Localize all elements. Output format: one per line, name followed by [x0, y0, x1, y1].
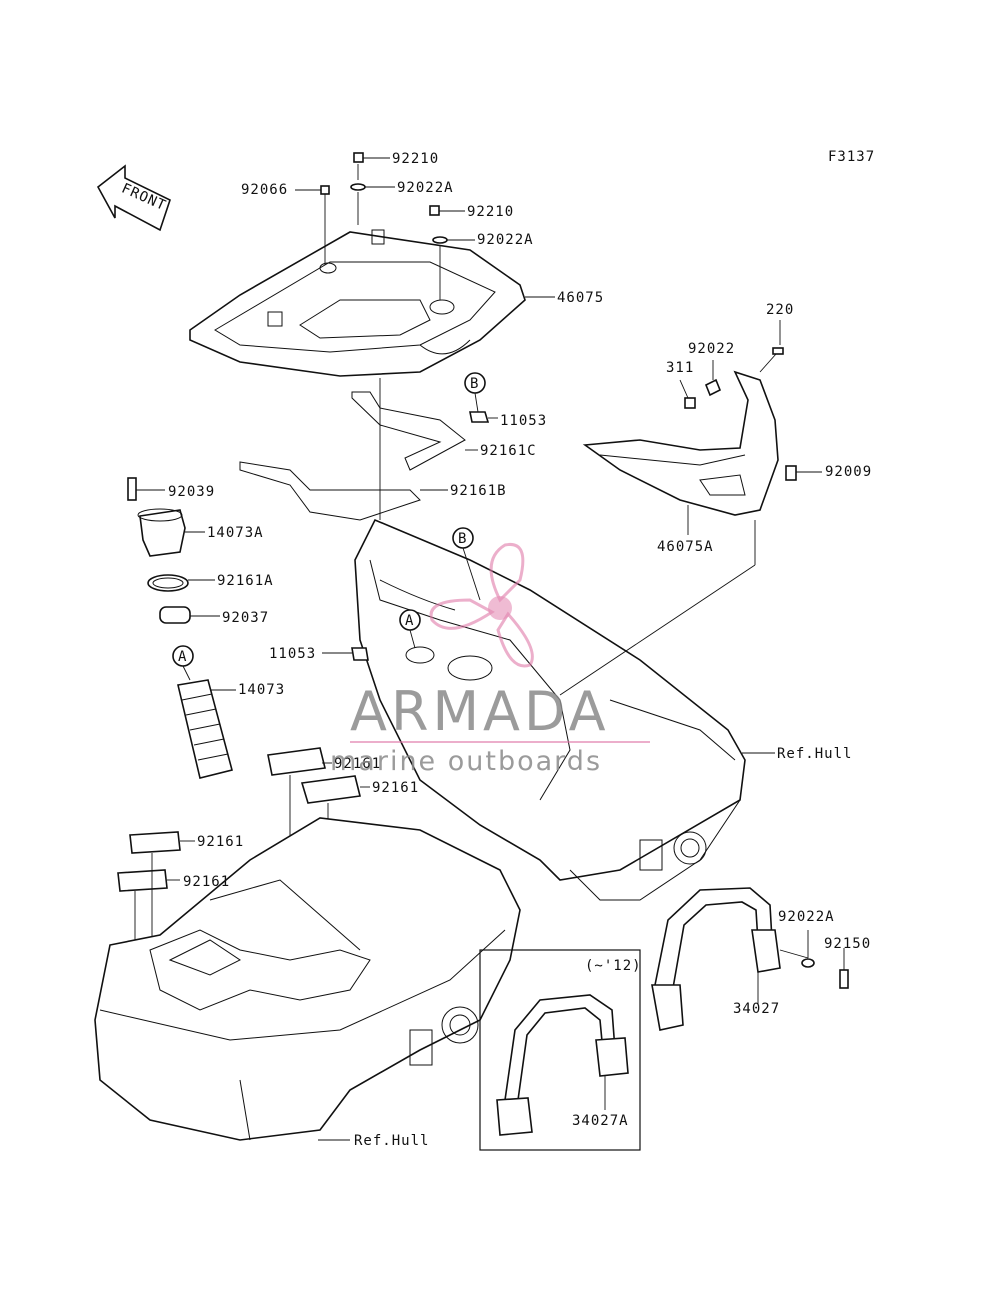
rear-deck-cover[interactable] [189, 229, 526, 377]
part-label: 92161C [480, 443, 537, 459]
part-label: 92066 [241, 182, 288, 198]
part-label: 92161 [183, 874, 230, 890]
gasket-92161C [351, 391, 466, 471]
armada-watermark: ARMADA marine outboards [330, 542, 650, 777]
part-label: 311 [666, 360, 694, 376]
watermark-brand: ARMADA [350, 680, 610, 743]
part-label: 92037 [222, 610, 269, 626]
part-label: 46075 [557, 290, 604, 306]
part-label: 92022 [688, 341, 735, 357]
clip-icon [469, 411, 490, 423]
part-label: 11053 [500, 413, 547, 429]
part-label: 92022A [778, 909, 835, 925]
part-label: 92161 [372, 780, 419, 796]
leader-lines [295, 157, 555, 520]
watermark-tagline: marine outboards [330, 746, 602, 777]
svg-text:A: A [178, 649, 187, 665]
part-labels: 92210 92066 92022A 92210 92022A 46075 22… [168, 151, 872, 1149]
bolt-icon [320, 152, 448, 244]
grab-handle-34027A[interactable] [496, 994, 629, 1136]
o-ring-92161A [147, 574, 215, 592]
figure-code: F3137 [828, 149, 875, 165]
part-label: 220 [766, 302, 794, 318]
part-label: 34027 [733, 1001, 780, 1017]
propeller-logo-icon [429, 542, 534, 668]
upper-hull[interactable] [354, 518, 746, 901]
part-label: 14073A [207, 525, 264, 541]
part-label: 92009 [825, 464, 872, 480]
part-label: 92161A [217, 573, 274, 589]
filler-neck-14073A[interactable] [137, 508, 205, 557]
screw-icon [785, 465, 797, 481]
variant-label: (~'12) [585, 958, 642, 974]
part-label: 11053 [269, 646, 316, 662]
gasket-92161B [239, 461, 421, 521]
part-label: 92022A [477, 232, 534, 248]
part-label: 92210 [392, 151, 439, 167]
part-label: Ref.Hull [354, 1133, 429, 1149]
nut-icon [684, 397, 696, 409]
screw-icon [772, 347, 784, 355]
clip-icon [351, 647, 369, 661]
svg-text:B: B [458, 531, 467, 547]
grab-handle-34027[interactable] [651, 887, 781, 1031]
variant-box [479, 949, 641, 1151]
part-label: 34027A [572, 1113, 629, 1129]
part-label: 92022A [397, 180, 454, 196]
rear-tray[interactable] [582, 370, 779, 516]
part-label: Ref.Hull [777, 746, 852, 762]
part-label: 92039 [168, 484, 215, 500]
part-label: 92210 [467, 204, 514, 220]
part-label: 92150 [824, 936, 871, 952]
part-label: 92161B [450, 483, 507, 499]
hose-14073[interactable] [177, 679, 236, 779]
decal-92161 [117, 747, 361, 892]
part-label: 14073 [238, 682, 285, 698]
lower-hull[interactable] [94, 817, 521, 1141]
part-label: 46075A [657, 539, 714, 555]
clamp-92037 [159, 606, 220, 624]
svg-text:B: B [470, 376, 479, 392]
cap-92039 [127, 477, 165, 501]
bolt-icon [839, 969, 849, 989]
part-label: 92161 [197, 834, 244, 850]
washer-icon [801, 958, 815, 968]
front-arrow-icon: FRONT [96, 164, 171, 232]
part-label: 92161 [334, 756, 381, 772]
washer-icon [704, 378, 722, 397]
svg-text:A: A [405, 613, 414, 629]
